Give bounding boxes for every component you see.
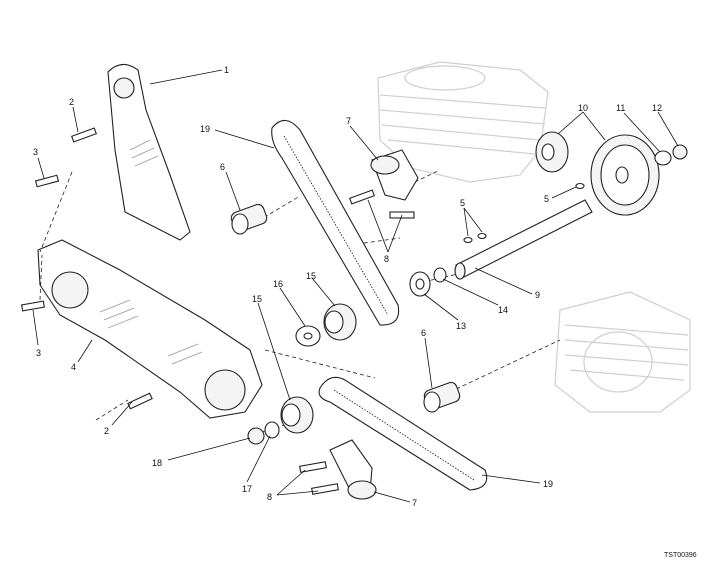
leader-lines <box>32 69 679 503</box>
pulley-15-lower <box>280 396 314 434</box>
callout-4: 4 <box>71 362 76 372</box>
callout-15-lower: 15 <box>252 294 262 304</box>
callout-15-upper: 15 <box>306 271 316 281</box>
drawing-code: TST00396 <box>664 552 697 559</box>
callout-16: 16 <box>273 279 283 289</box>
callout-11: 11 <box>616 103 625 113</box>
callout-17: 17 <box>242 484 252 494</box>
key-5-b <box>575 182 585 190</box>
camshaft-9 <box>454 199 593 280</box>
ring-14 <box>433 267 447 283</box>
callout-6-lower: 6 <box>421 328 426 338</box>
screw-3-lower <box>21 300 45 312</box>
lower-belt-cover <box>37 239 263 419</box>
timing-belt-upper <box>271 119 400 326</box>
screw-2-lower <box>127 392 153 410</box>
callout-8-lower: 8 <box>267 492 272 502</box>
callout-14: 14 <box>498 305 508 315</box>
tensioner-7-lower <box>329 439 377 500</box>
callout-2-upper: 2 <box>69 97 74 107</box>
screw-2-upper <box>70 127 98 143</box>
callout-5-right: 5 <box>544 194 549 204</box>
timing-belt-lower <box>318 376 488 491</box>
callout-3-lower: 3 <box>36 348 41 358</box>
callout-18: 18 <box>152 458 162 468</box>
gear-10-small <box>535 131 569 173</box>
callout-3-upper: 3 <box>33 147 38 157</box>
washer-11 <box>654 150 672 166</box>
callout-9: 9 <box>535 290 540 300</box>
cylinder-head-ghost-bottom <box>554 291 691 413</box>
callout-19-upper: 19 <box>200 124 210 134</box>
spacer-6-lower <box>423 381 461 413</box>
nut-18 <box>247 427 265 445</box>
callout-6-upper: 6 <box>220 162 225 172</box>
upper-belt-cover <box>107 63 191 241</box>
washer-17 <box>264 421 280 439</box>
gear-10-large <box>590 134 660 216</box>
washer-13 <box>409 271 431 297</box>
pulley-15-upper <box>323 303 357 341</box>
callout-7-lower: 7 <box>412 498 417 508</box>
callout-19-lower: 19 <box>543 479 553 489</box>
nut-12 <box>672 144 688 160</box>
screw-3-upper <box>34 174 60 188</box>
tensioner-7-upper <box>370 149 419 201</box>
callout-2-lower: 2 <box>104 426 109 436</box>
callout-7-upper: 7 <box>346 116 351 126</box>
callout-8-upper: 8 <box>384 254 389 264</box>
screw-8-upper-a <box>348 189 376 205</box>
callout-1: 1 <box>224 65 229 75</box>
spacer-6-upper <box>230 203 268 235</box>
screw-8-lower-a <box>299 461 327 473</box>
washer-16 <box>295 325 321 347</box>
callout-5-left: 5 <box>460 198 465 208</box>
callout-13: 13 <box>456 321 466 331</box>
callout-12: 12 <box>652 103 662 113</box>
screw-8-lower-b <box>311 483 339 495</box>
callout-10: 10 <box>578 103 588 113</box>
key-5-a <box>463 232 487 244</box>
